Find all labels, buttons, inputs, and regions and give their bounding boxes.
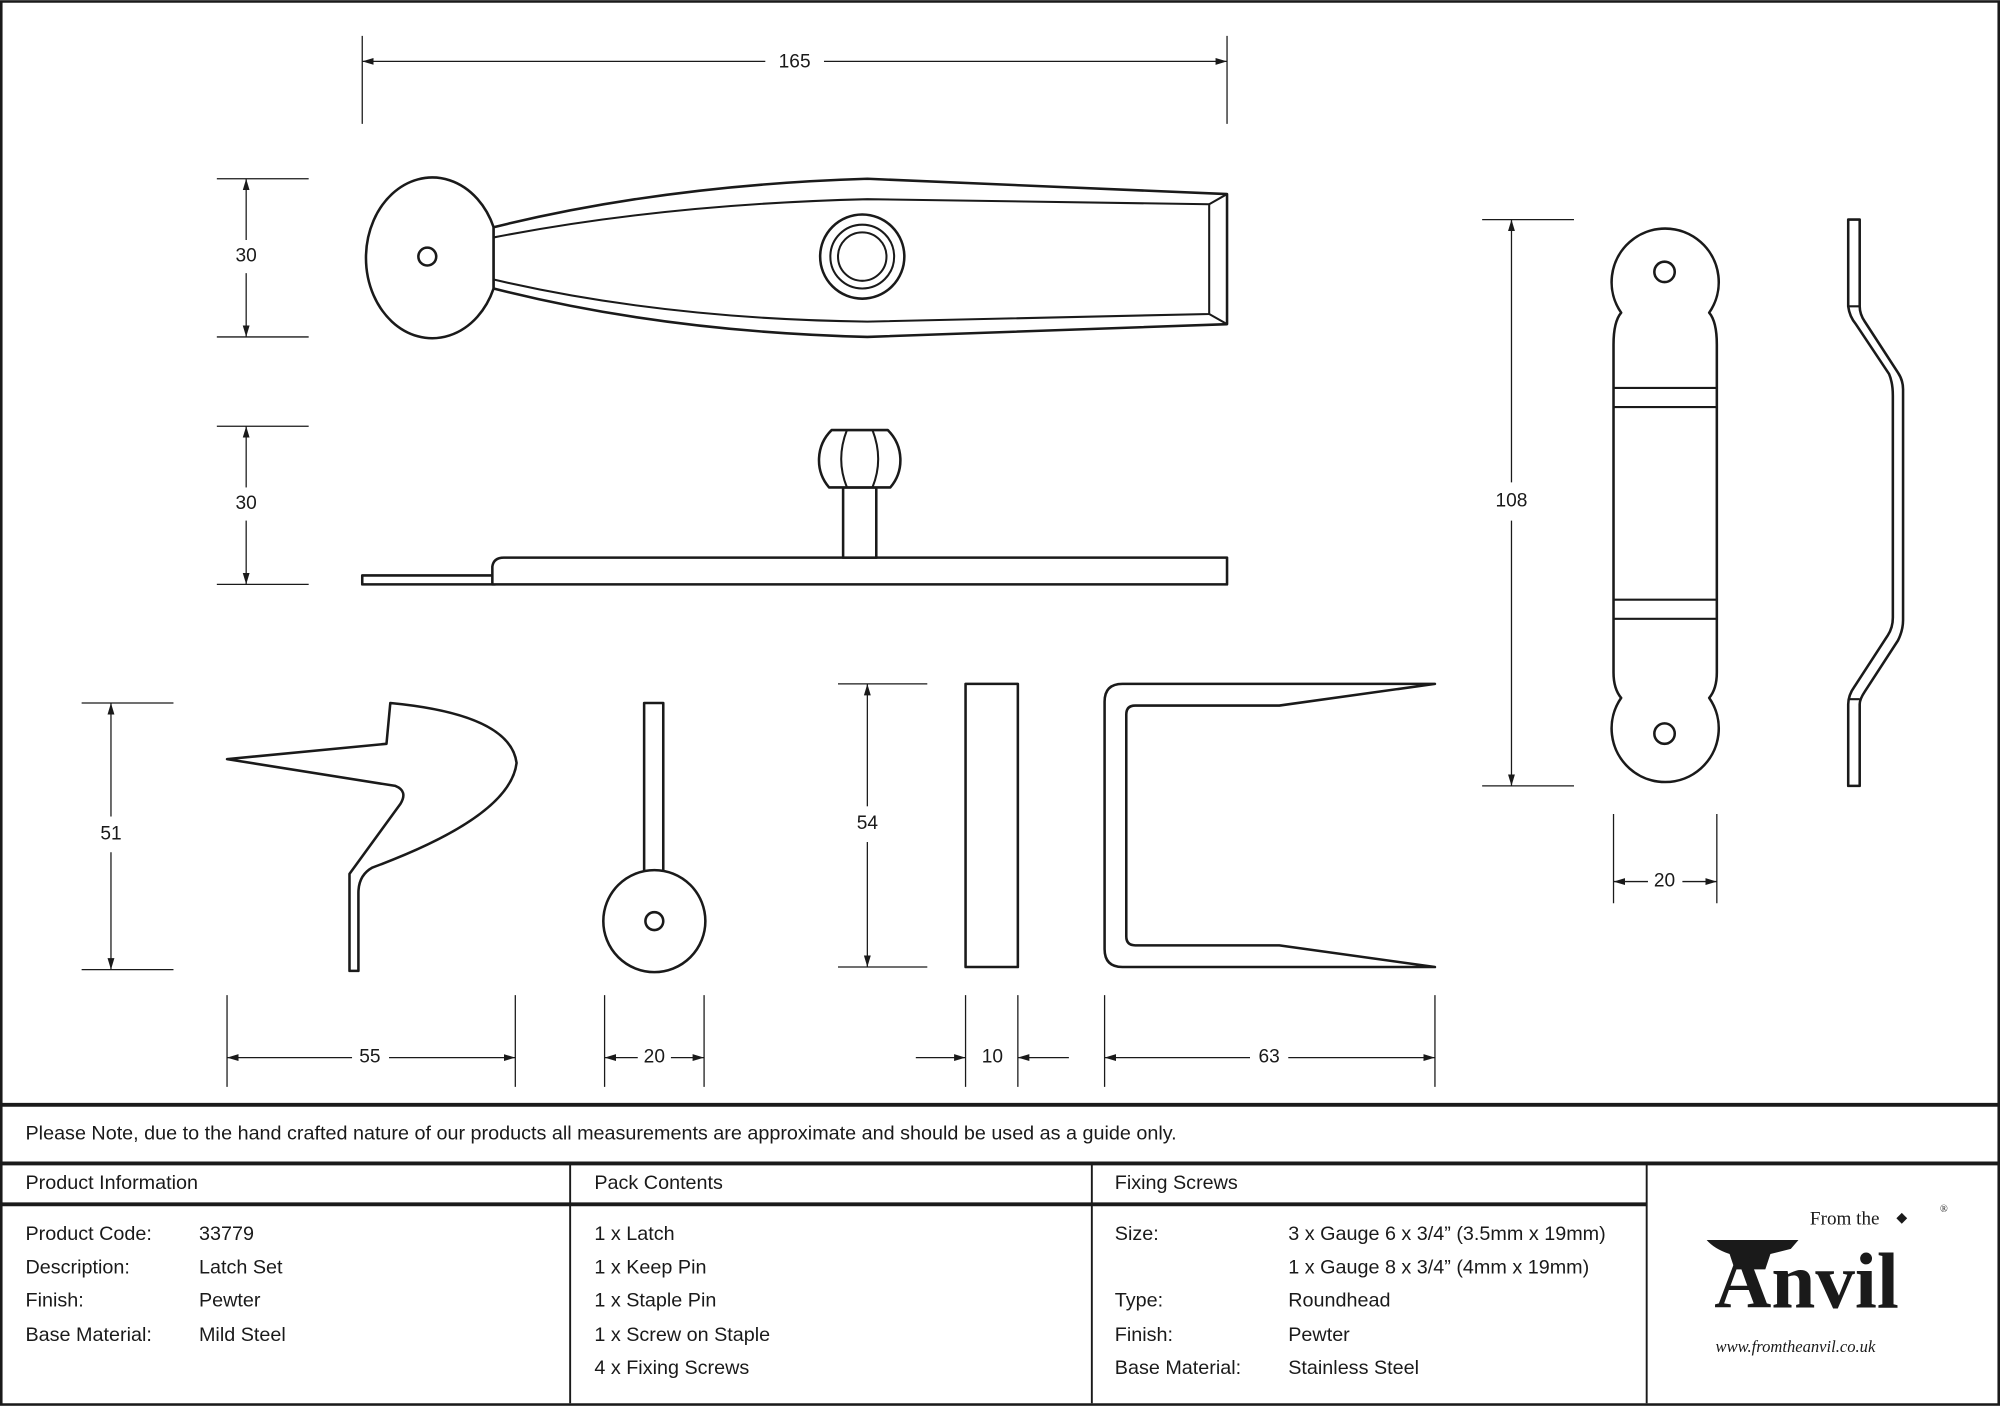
svg-text:30: 30 — [236, 246, 257, 267]
dim-keep-width: 20 — [1612, 813, 1718, 904]
screw-size-label: Size: — [1115, 1223, 1159, 1245]
finish-label: Finish: — [26, 1289, 84, 1311]
product-code-value: 33779 — [199, 1223, 254, 1245]
dim-keep-pin-height: 51 — [81, 702, 174, 971]
pack-item: 1 x Keep Pin — [594, 1256, 706, 1278]
staple-pin — [602, 701, 707, 974]
from-the-anvil-logo: From the ® Anvil www.fromtheanvil.co.uk — [1706, 1204, 1948, 1356]
pack-item: 1 x Staple Pin — [594, 1289, 716, 1311]
description-label: Description: — [26, 1256, 130, 1278]
anvil-icon — [1706, 1239, 1799, 1270]
dim-staple-thickness: 10 — [915, 995, 1069, 1087]
logo-registered-mark: ® — [1940, 1204, 1948, 1215]
disclaimer-note: Please Note, due to the hand crafted nat… — [26, 1122, 1177, 1144]
svg-text:51: 51 — [100, 823, 121, 844]
screw-material-label: Base Material: — [1115, 1357, 1241, 1379]
dim-keep-length: 108 — [1482, 218, 1574, 787]
screw-size-value: 3 x Gauge 6 x 3/4” (3.5mm x 19mm) — [1288, 1223, 1605, 1245]
screw-type-value: Roundhead — [1288, 1289, 1390, 1311]
info-table: Please Note, due to the hand crafted nat… — [1, 1102, 1999, 1404]
logo-diamond — [1896, 1212, 1908, 1224]
keep-side-view — [1846, 218, 1905, 788]
svg-text:54: 54 — [857, 813, 879, 834]
latch-side-view — [360, 428, 1229, 586]
svg-text:20: 20 — [1654, 871, 1675, 892]
dim-staple-height: 54 — [838, 683, 928, 968]
svg-text:108: 108 — [1496, 491, 1528, 512]
keep-front-view — [1610, 227, 1720, 784]
dim-latch-width: 30 — [216, 178, 309, 338]
dim-latch-length: 165 — [361, 35, 1228, 124]
svg-text:10: 10 — [982, 1047, 1003, 1068]
pack-item: 1 x Latch — [594, 1223, 674, 1245]
pack-contents-heading: Pack Contents — [594, 1172, 723, 1194]
fixing-screws-heading: Fixing Screws — [1115, 1172, 1238, 1194]
screw-finish-label: Finish: — [1115, 1324, 1173, 1346]
latch-top-view — [364, 176, 1229, 340]
logo-from-the: From the — [1810, 1209, 1880, 1230]
screw-material-value: Stainless Steel — [1288, 1357, 1419, 1379]
screw-type-label: Type: — [1115, 1289, 1163, 1311]
pack-item: 1 x Screw on Staple — [594, 1324, 770, 1346]
base-material-value: Mild Steel — [199, 1324, 286, 1346]
screw-finish-value: Pewter — [1288, 1324, 1350, 1346]
dim-latch-height: 30 — [216, 425, 309, 586]
svg-text:63: 63 — [1258, 1047, 1279, 1068]
finish-value: Pewter — [199, 1289, 261, 1311]
svg-text:20: 20 — [644, 1047, 665, 1068]
dim-staple-pin-width: 20 — [603, 995, 705, 1087]
keep-pin — [225, 701, 518, 973]
svg-text:55: 55 — [359, 1047, 380, 1068]
dim-staple-width: 63 — [1103, 995, 1436, 1087]
pack-item: 4 x Fixing Screws — [594, 1357, 749, 1379]
product-info-heading: Product Information — [26, 1172, 198, 1194]
svg-text:30: 30 — [236, 493, 257, 514]
svg-text:165: 165 — [779, 52, 811, 73]
dim-keep-pin-width: 55 — [226, 995, 516, 1087]
description-value: Latch Set — [199, 1256, 283, 1278]
screw-size-value: 1 x Gauge 8 x 3/4” (4mm x 19mm) — [1288, 1256, 1589, 1278]
logo-url: www.fromtheanvil.co.uk — [1716, 1337, 1876, 1356]
staple-side-view — [964, 682, 1020, 969]
logo-anvil-wordmark: Anvil — [1714, 1239, 1899, 1326]
staple-front-view — [1103, 682, 1437, 969]
product-code-label: Product Code: — [26, 1223, 152, 1245]
base-material-label: Base Material: — [26, 1324, 152, 1346]
